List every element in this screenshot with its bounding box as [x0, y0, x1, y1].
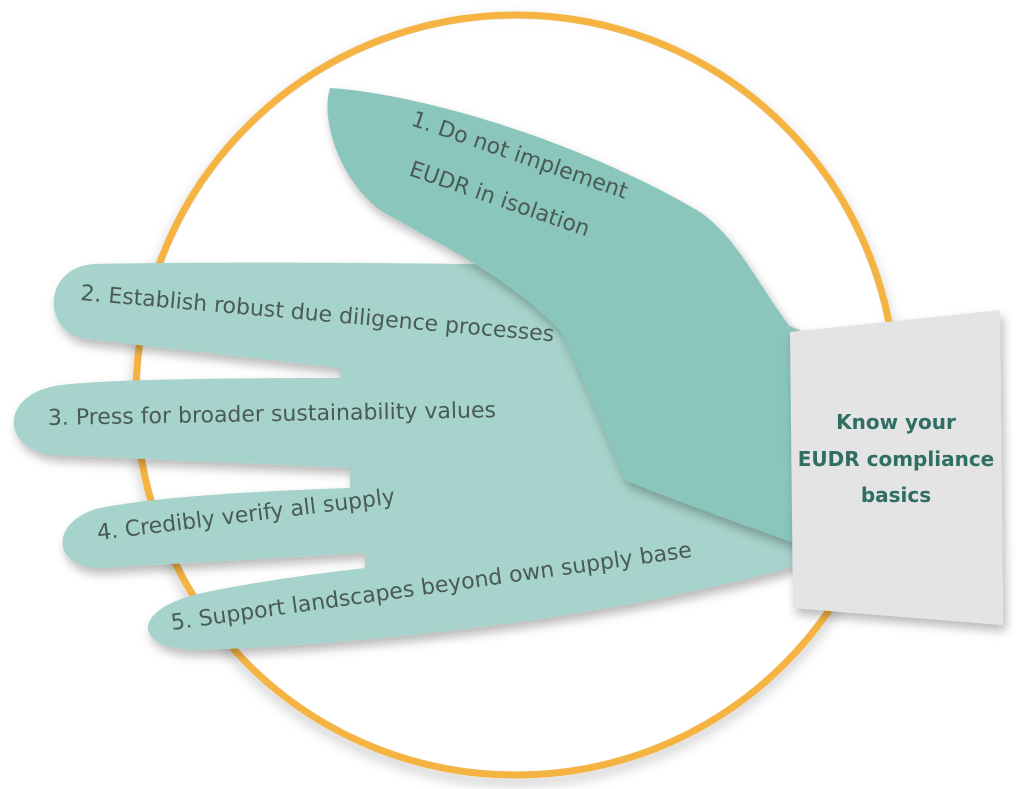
cuff-title-line1: Know your: [836, 410, 956, 434]
cuff: [790, 310, 1003, 625]
cuff-panel: [790, 310, 1003, 625]
thumb-shape: [327, 88, 800, 545]
thumb: [327, 88, 800, 545]
cuff-title-line3: basics: [861, 483, 931, 507]
cuff-title-line2: EUDR compliance: [798, 447, 994, 471]
